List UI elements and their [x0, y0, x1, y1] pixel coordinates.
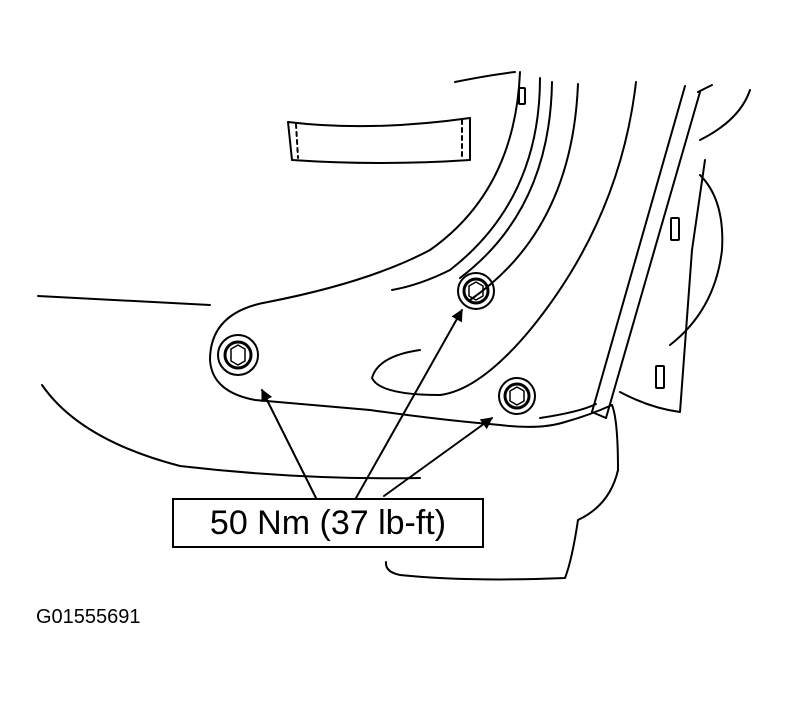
- side-rail: [386, 85, 712, 579]
- arrow-to-left-bolt: [262, 388, 316, 498]
- bolt-right: [499, 378, 535, 414]
- bolt-left: [218, 335, 258, 375]
- torque-spec-label: 50 Nm (37 lb-ft): [172, 498, 484, 548]
- arrow-to-right-bolt: [384, 418, 492, 496]
- seat-cushion: [38, 72, 750, 478]
- seat-frame-bracket: [210, 72, 636, 427]
- upper-pad: [288, 118, 470, 163]
- arrow-to-top-bolt: [356, 308, 462, 498]
- bolt-top: [458, 273, 494, 309]
- leader-arrows: [262, 308, 492, 498]
- figure-id: G01555691: [36, 606, 141, 628]
